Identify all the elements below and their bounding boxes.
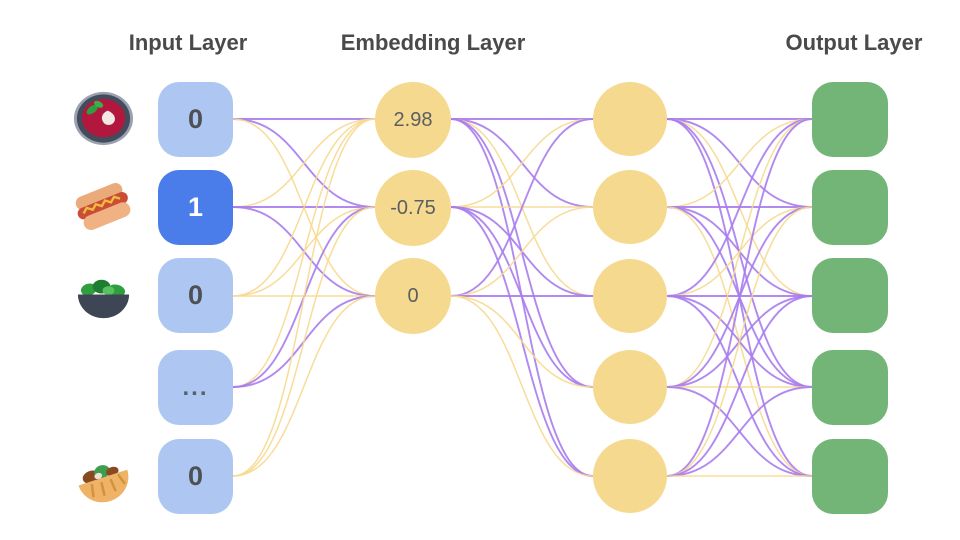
embedding-node-1: 2.98 xyxy=(375,82,451,158)
embedding-layer-title: Embedding Layer xyxy=(340,30,526,55)
input-node-ellipsis: ... xyxy=(158,350,233,425)
hidden-node-1 xyxy=(593,82,667,156)
soup-bowl-icon xyxy=(73,91,134,146)
salad-icon xyxy=(77,279,130,319)
input-layer-title: Input Layer xyxy=(128,30,248,55)
pita-icon xyxy=(78,465,129,503)
input-node-soup: 0 xyxy=(158,82,233,157)
input-node-hotdog: 1 xyxy=(158,170,233,245)
hidden-node-2 xyxy=(593,170,667,244)
output-node-2 xyxy=(812,170,888,245)
embedding-node-2: -0.75 xyxy=(375,170,451,246)
output-layer-title: Output Layer xyxy=(785,30,923,55)
hidden-node-5 xyxy=(593,439,667,513)
hidden-node-3 xyxy=(593,259,667,333)
hidden-node-4 xyxy=(593,350,667,424)
embedding-node-3: 0 xyxy=(375,258,451,334)
output-node-5 xyxy=(812,439,888,514)
output-node-1 xyxy=(812,82,888,157)
hot-dog-icon xyxy=(75,183,131,231)
input-node-pita: 0 xyxy=(158,439,233,514)
output-node-3 xyxy=(812,258,888,333)
output-node-4 xyxy=(812,350,888,425)
input-node-salad: 0 xyxy=(158,258,233,333)
